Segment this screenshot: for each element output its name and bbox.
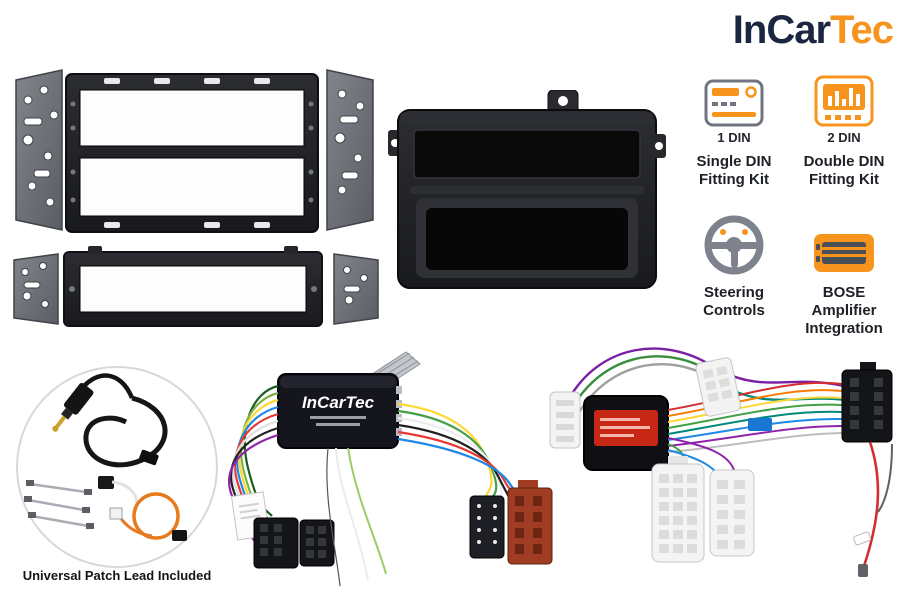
- single-din-surround-photo: [13, 246, 379, 327]
- feature-steering-controls: Steering Controls: [684, 214, 784, 339]
- control-module: [583, 395, 669, 471]
- single-din-iconwrap: [703, 66, 765, 128]
- din-size-label: 2 DIN: [827, 130, 861, 145]
- white-connector-top: [695, 357, 741, 417]
- feature-single-din: 1 DIN Single DIN Fitting Kit: [684, 66, 784, 190]
- single-din-facia-photo: [388, 90, 666, 289]
- feature-badges: 1 DIN Single DIN Fitting Kit: [684, 66, 894, 338]
- facia-body: [397, 109, 657, 289]
- steering-interface-photo: [549, 347, 893, 577]
- small-bracket-left: [13, 253, 59, 325]
- metal-bracket-right: [326, 69, 374, 231]
- feature-bose-amplifier: BOSE Amplifier Integration: [794, 214, 894, 339]
- steering-wheel-icon: [704, 215, 764, 275]
- interface-box: InCarTec: [277, 373, 402, 449]
- small-connector: [98, 476, 114, 489]
- single-din-surround: [63, 246, 323, 327]
- metal-bracket-left: [15, 69, 63, 231]
- wire-band-label: [853, 531, 872, 546]
- iso-block-connector: [841, 362, 893, 443]
- brand-logo: InCarTec: [668, 8, 894, 53]
- white-connector-left: [549, 391, 581, 449]
- mini-connector-dark: [469, 495, 505, 559]
- white-connector-bottom-a: [651, 456, 705, 563]
- white-connector-bottom-b: [709, 469, 755, 557]
- din-size-label: 1 DIN: [717, 130, 751, 145]
- interface-brand-text: InCarTec: [302, 393, 375, 412]
- single-din-icon: [704, 79, 764, 127]
- jack-cable: [82, 373, 135, 399]
- double-din-icon: [814, 75, 874, 127]
- antenna-adapters: [24, 480, 94, 529]
- patch-lead-photo: [16, 366, 218, 568]
- wiring-interface-photo: InCarTec: [228, 351, 553, 587]
- feature-double-din: 2 DIN Double DIN Fitting Kit: [794, 66, 894, 190]
- patch-lead-caption: Universal Patch Lead Included: [22, 568, 212, 583]
- right-wire-bundle: [397, 402, 528, 501]
- aux-jack-plug: [52, 382, 94, 432]
- small-bracket-right: [333, 253, 379, 325]
- orange-aerial-lead: [109, 492, 187, 541]
- bose-amplifier-icon: [814, 233, 874, 272]
- feature-caption: BOSE Amplifier Integration: [805, 283, 883, 338]
- red-tail-wire: [862, 441, 893, 567]
- feature-caption: Steering Controls: [703, 283, 765, 319]
- cable-end-connector: [139, 449, 159, 466]
- double-din-cage-photo: [15, 69, 374, 233]
- loose-wires: [326, 447, 387, 587]
- steering-iconwrap: [703, 214, 765, 276]
- double-din-cage: [65, 73, 319, 233]
- brand-logo-incar: InCar: [732, 8, 831, 52]
- cable-loop: [83, 395, 168, 468]
- blue-wire-tag: [748, 418, 772, 431]
- brand-logo-tec: Tec: [830, 8, 894, 52]
- iso-connector-red: [507, 480, 553, 565]
- bose-iconwrap: [812, 214, 876, 276]
- iso-connector-black: [253, 517, 335, 569]
- facia-ear-right-hole: [655, 142, 663, 150]
- feature-caption: Single DIN Fitting Kit: [696, 153, 772, 189]
- double-din-iconwrap: [813, 66, 875, 128]
- feature-caption: Double DIN Fitting Kit: [803, 153, 885, 189]
- module-wire-bundle: [667, 381, 843, 453]
- wire-terminal: [858, 564, 868, 577]
